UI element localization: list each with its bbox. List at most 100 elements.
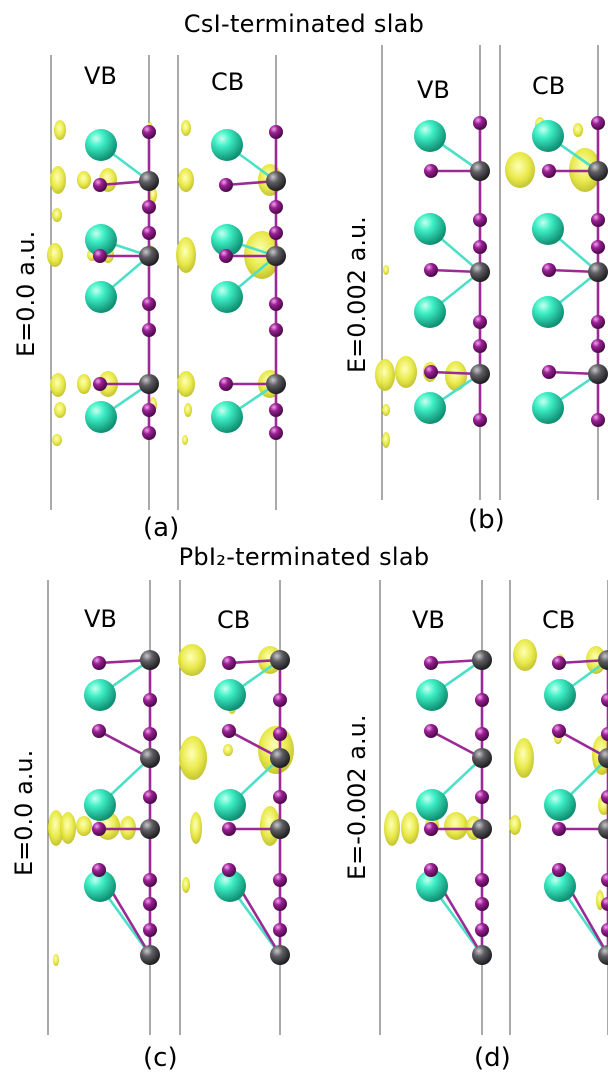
i-atom <box>92 724 106 738</box>
i-atom <box>142 297 156 311</box>
title-pbi2-terminated: PbI₂-terminated slab <box>178 543 430 571</box>
pb-atom <box>598 748 608 768</box>
pb-atom <box>470 364 490 384</box>
i-atom <box>591 413 605 427</box>
panel-letter-c: (c) <box>143 1043 178 1073</box>
vb-label-d: VB <box>412 606 445 634</box>
charge-density-lobe <box>176 237 196 273</box>
i-atom <box>219 249 233 263</box>
i-atom <box>475 873 489 887</box>
cs-atom <box>84 870 116 902</box>
i-atom <box>601 727 608 741</box>
vb-label-a: VB <box>84 62 117 90</box>
pb-atom <box>140 650 160 670</box>
pb-atom <box>588 161 608 181</box>
cs-atom <box>414 213 446 245</box>
cs-atom <box>211 281 243 313</box>
charge-density-lobe <box>48 810 64 846</box>
i-atom <box>591 116 605 130</box>
pb-atom <box>139 374 159 394</box>
pb-atom <box>472 819 492 839</box>
cs-atom <box>416 870 448 902</box>
i-atom <box>269 426 283 440</box>
cs-atom <box>85 224 117 256</box>
charge-density-lobe <box>52 208 62 222</box>
charge-density-lobe <box>182 435 188 445</box>
charge-density-lobe <box>54 120 66 140</box>
i-atom <box>142 426 156 440</box>
cb-label-a: CB <box>211 68 245 96</box>
i-atom <box>143 727 157 741</box>
pb-atom <box>266 171 286 191</box>
i-atom <box>424 656 438 670</box>
i-atom <box>475 923 489 937</box>
charge-density-lobe <box>47 243 63 267</box>
pb-atom <box>140 945 160 965</box>
charge-density-lobe <box>384 810 400 846</box>
i-atom <box>143 693 157 707</box>
cs-atom <box>544 679 576 711</box>
i-atom <box>424 365 438 379</box>
i-atom <box>542 263 556 277</box>
pb-atom <box>270 650 290 670</box>
i-atom <box>552 656 566 670</box>
cs-atom <box>85 281 117 313</box>
cs-atom <box>214 679 246 711</box>
i-atom <box>142 200 156 214</box>
charge-density-lobe <box>50 373 66 397</box>
cs-atom <box>211 129 243 161</box>
i-atom <box>269 125 283 139</box>
i-atom <box>273 873 287 887</box>
cs-atom <box>85 401 117 433</box>
i-atom <box>601 693 608 707</box>
vb-label-c: VB <box>84 605 117 633</box>
i-atom <box>552 822 566 836</box>
pb-atom <box>139 246 159 266</box>
i-atom <box>424 263 438 277</box>
charge-density-lobe <box>50 166 66 194</box>
charge-density-lobe <box>178 168 194 192</box>
i-atom <box>222 822 236 836</box>
i-atom <box>142 226 156 240</box>
i-atom <box>219 377 233 391</box>
cs-atom <box>85 129 117 161</box>
charge-density-lobe <box>223 744 233 756</box>
charge-density-lobe <box>52 434 62 446</box>
cs-atom <box>211 224 243 256</box>
i-atom <box>542 365 556 379</box>
i-atom <box>552 724 566 738</box>
i-atom <box>591 213 605 227</box>
i-atom <box>93 377 107 391</box>
cb-label-c: CB <box>217 606 251 634</box>
charge-density-lobe <box>184 403 192 417</box>
i-atom <box>273 790 287 804</box>
pb-atom <box>470 262 490 282</box>
title-csi-terminated: CsI-terminated slab <box>183 10 425 38</box>
i-atom <box>142 323 156 337</box>
i-atom <box>269 403 283 417</box>
charge-density-lobe <box>77 374 91 394</box>
cs-atom <box>84 679 116 711</box>
cs-atom <box>544 870 576 902</box>
charge-density-lobe <box>445 361 467 391</box>
i-atom <box>591 315 605 329</box>
cb-label-d: CB <box>542 606 576 634</box>
i-atom <box>143 790 157 804</box>
cs-atom <box>532 120 564 152</box>
i-atom <box>93 249 107 263</box>
pb-atom <box>139 171 159 191</box>
charge-density-lobe <box>54 402 66 418</box>
charge-density-lobe <box>573 123 583 137</box>
pb-atom <box>140 748 160 768</box>
i-atom <box>473 315 487 329</box>
i-atom <box>222 724 236 738</box>
charge-density-lobe <box>514 738 534 778</box>
charge-density-lobe <box>382 404 390 416</box>
i-atom <box>219 178 233 192</box>
charge-density-lobe <box>149 187 157 203</box>
charge-density-lobe <box>60 812 76 844</box>
i-atom <box>143 873 157 887</box>
pb-atom <box>598 650 608 670</box>
panel-letter-d: (d) <box>474 1043 511 1073</box>
